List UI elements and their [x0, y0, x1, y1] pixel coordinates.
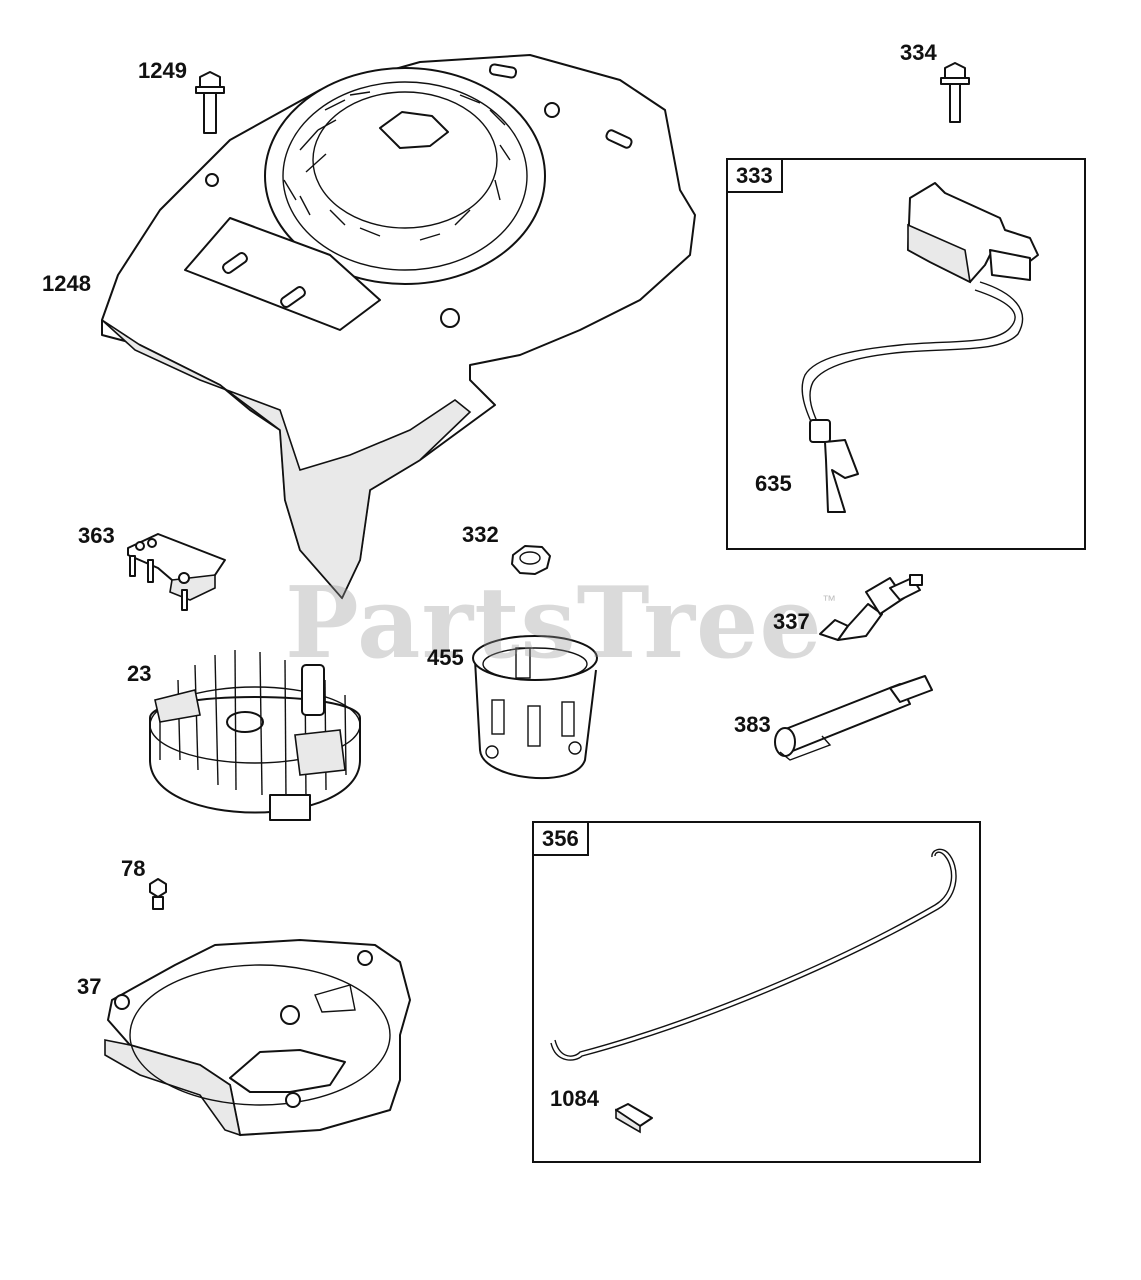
box-356-label[interactable]: 356 — [534, 823, 589, 856]
watermark: PartsTree — [285, 566, 823, 681]
part-332-nut[interactable] — [511, 545, 551, 575]
part-337-spark-plug[interactable] — [819, 574, 923, 641]
box-333-label[interactable]: 333 — [728, 160, 783, 193]
part-1084-terminal[interactable] — [615, 1103, 653, 1134]
part-1249-bolt[interactable] — [195, 71, 225, 134]
label-455[interactable]: 455 — [427, 645, 464, 670]
label-37[interactable]: 37 — [77, 974, 102, 999]
box-356-frame — [532, 821, 981, 1163]
label-1248[interactable]: 1248 — [42, 271, 91, 296]
part-455-starter-cup[interactable] — [472, 635, 598, 780]
box-333-frame — [726, 158, 1086, 550]
label-332[interactable]: 332 — [462, 522, 499, 547]
label-337[interactable]: 337 — [773, 609, 810, 634]
label-334[interactable]: 334 — [900, 40, 937, 65]
label-383[interactable]: 383 — [734, 712, 771, 737]
part-383-spark-plug-wrench[interactable] — [774, 675, 933, 761]
label-363[interactable]: 363 — [78, 523, 115, 548]
watermark-trademark: ™ — [822, 592, 836, 608]
part-334-screw[interactable] — [940, 62, 970, 123]
part-333-ignition-armature[interactable] — [801, 182, 1039, 513]
part-37-backplate[interactable] — [104, 939, 411, 1137]
part-78-screw[interactable] — [149, 878, 167, 910]
part-356-ground-wire[interactable] — [550, 848, 957, 1061]
part-363-bracket[interactable] — [127, 533, 226, 611]
label-1084[interactable]: 1084 — [550, 1086, 599, 1111]
label-1249[interactable]: 1249 — [138, 58, 187, 83]
label-23[interactable]: 23 — [127, 661, 152, 686]
part-1248-blower-housing[interactable] — [101, 54, 696, 600]
label-635[interactable]: 635 — [755, 471, 792, 496]
label-78[interactable]: 78 — [121, 856, 146, 881]
part-23-flywheel[interactable] — [149, 649, 361, 821]
